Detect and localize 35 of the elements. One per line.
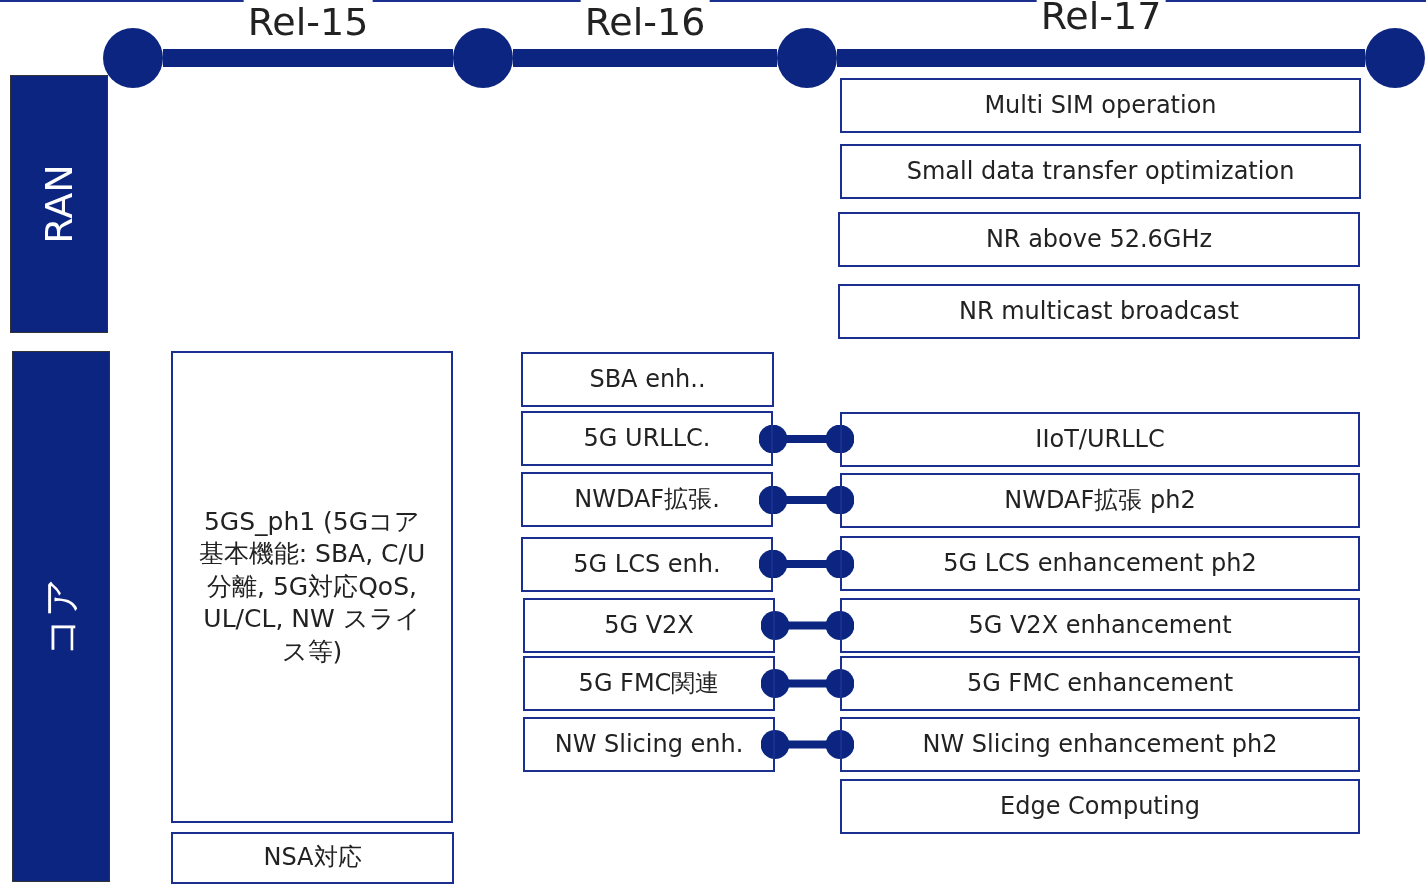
feature-box: NWDAF拡張.: [521, 472, 773, 527]
dot-connector: [760, 730, 855, 759]
feature-box: 5G FMC関連: [523, 656, 775, 711]
feature-box: 5G LCS enhancement ph2: [840, 536, 1360, 591]
feature-box: Small data transfer optimization: [840, 144, 1361, 199]
feature-box: 5G V2X enhancement: [840, 598, 1360, 653]
timeline-bar: [837, 49, 1365, 67]
dot-connector: [758, 549, 855, 579]
feature-box: NW Slicing enh.: [523, 717, 775, 772]
feature-box: NR multicast broadcast: [838, 284, 1360, 339]
dot-connector: [760, 611, 855, 640]
feature-box: 5G LCS enh.: [521, 537, 773, 592]
feature-box: 5G URLLC.: [521, 411, 773, 466]
feature-box: NSA対応: [171, 832, 454, 884]
dot-connector: [760, 669, 855, 698]
feature-box: IIoT/URLLC: [840, 412, 1360, 467]
timeline-bar: [163, 49, 453, 67]
timeline-bar: [513, 49, 777, 67]
feature-box: Edge Computing: [840, 779, 1360, 834]
feature-box: 5G FMC enhancement: [840, 656, 1360, 711]
feature-box: SBA enh..: [521, 352, 774, 407]
timeline-dot: [103, 28, 163, 88]
timeline-dot: [777, 28, 837, 88]
feature-box: NR above 52.6GHz: [838, 212, 1360, 267]
feature-box: NW Slicing enhancement ph2: [840, 717, 1360, 772]
timeline-dot: [453, 28, 513, 88]
dot-connector: [758, 424, 855, 454]
feature-box: Multi SIM operation: [840, 78, 1361, 133]
vertical-band: コア: [12, 351, 110, 882]
timeline-dot: [1365, 28, 1425, 88]
feature-box: 5GS_ph1 (5Gコア基本機能: SBA, C/U分離, 5G対応QoS, UL/CL, NW スライス等): [171, 351, 453, 823]
vertical-band: RAN: [10, 75, 108, 333]
feature-box: 5G V2X: [523, 598, 775, 653]
dot-connector: [758, 485, 855, 515]
feature-box: NWDAF拡張 ph2: [840, 473, 1360, 528]
